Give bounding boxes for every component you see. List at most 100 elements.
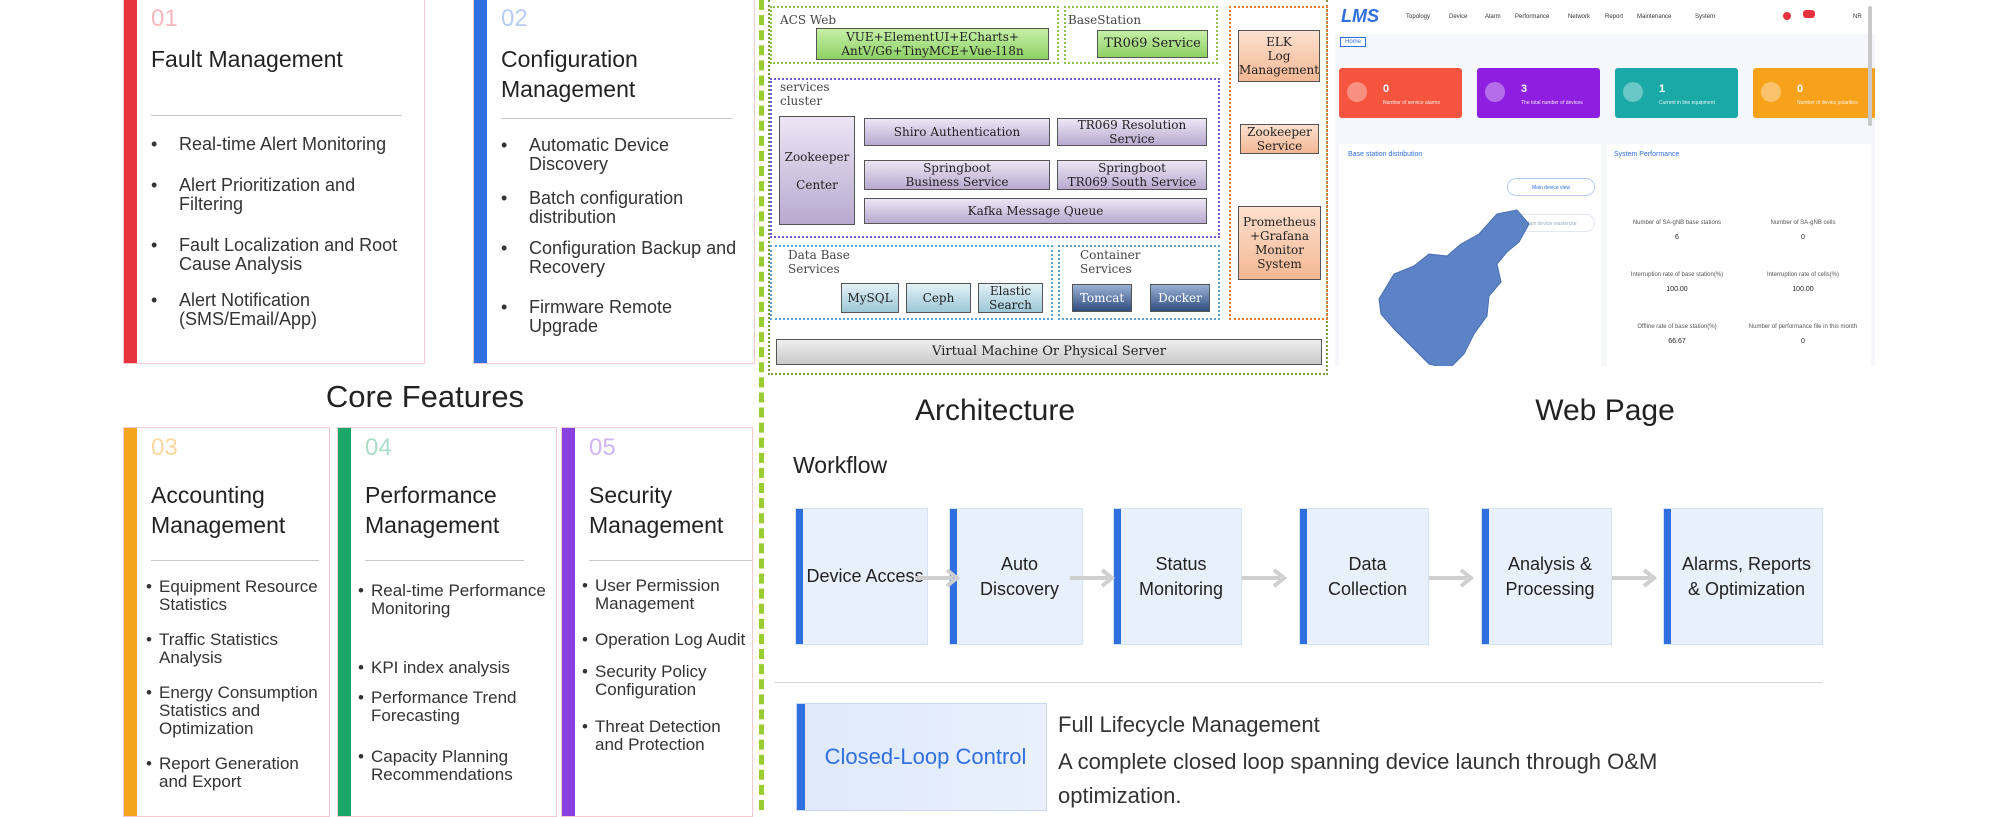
card-number: 02 bbox=[501, 5, 528, 32]
workflow-step-data-collection: Data Collection bbox=[1299, 508, 1429, 645]
stat-desc: The total number of devices bbox=[1521, 100, 1583, 106]
workflow-divider bbox=[775, 682, 1823, 683]
list-item: Traffic Statistics Analysis bbox=[146, 631, 321, 667]
tr069-resolution-service: TR069 Resolution Service bbox=[1057, 118, 1207, 146]
card-number: 03 bbox=[151, 434, 178, 461]
list-item: Real-time Alert Monitoring bbox=[151, 135, 416, 155]
ceph: Ceph bbox=[906, 283, 971, 313]
services-cluster-group bbox=[770, 78, 1220, 238]
card-title: Fault Management bbox=[151, 46, 343, 72]
list-item: Performance Trend Forecasting bbox=[358, 689, 554, 725]
stat-value: 0 bbox=[1797, 83, 1804, 95]
card-item-list: Real-time Alert Monitoring Alert Priorit… bbox=[151, 135, 416, 329]
notification-icon[interactable] bbox=[1783, 12, 1791, 20]
workflow-step-analysis: Analysis & Processing bbox=[1481, 508, 1612, 645]
alert-badge-icon[interactable] bbox=[1803, 10, 1815, 18]
nav-item-maintenance[interactable]: Maintenance bbox=[1637, 14, 1672, 20]
step-label: Alarms, Reports & Optimization bbox=[1681, 553, 1812, 599]
core-features-title: Core Features bbox=[325, 379, 525, 414]
step-label: Device Access bbox=[806, 566, 924, 586]
card-divider bbox=[151, 560, 319, 561]
step-label: Auto Discovery bbox=[979, 553, 1059, 599]
closed-loop-description: A complete closed loop spanning device l… bbox=[1058, 749, 1658, 808]
list-item: User Permission Management bbox=[582, 577, 750, 613]
perf-label: Interruption rate of cells(%) bbox=[1766, 272, 1840, 278]
scrollbar[interactable] bbox=[1868, 6, 1872, 126]
nav-item-alarm[interactable]: Alarm bbox=[1485, 14, 1501, 20]
polarity-icon bbox=[1761, 82, 1781, 102]
acs-web-tech-stack: VUE+ElementUI+ECharts+ AntV/G6+TinyMCE+V… bbox=[816, 28, 1049, 60]
perf-value: 100.00 bbox=[1666, 286, 1688, 293]
workflow-step-auto-discovery: Auto Discovery bbox=[949, 508, 1083, 645]
nav-item-device[interactable]: Device bbox=[1449, 14, 1468, 20]
card-divider bbox=[589, 560, 752, 561]
docker: Docker bbox=[1150, 284, 1210, 312]
list-item: Automatic Device Discovery bbox=[501, 136, 746, 174]
basestation-group bbox=[1064, 6, 1218, 64]
nav-item-system[interactable]: System bbox=[1695, 14, 1716, 20]
perf-value: 0 bbox=[1801, 338, 1805, 345]
webpage-caption: Web Page bbox=[1535, 394, 1675, 427]
alarm-icon bbox=[1347, 82, 1367, 102]
nav-item-report[interactable]: Report bbox=[1605, 14, 1624, 20]
shiro-authentication: Shiro Authentication bbox=[864, 118, 1050, 146]
step-accent bbox=[1664, 509, 1671, 644]
card-item-list: User Permission Management Operation Log… bbox=[582, 577, 750, 754]
workflow-step-alarms-reports: Alarms, Reports & Optimization bbox=[1663, 508, 1823, 645]
database-services-label: Data Base Services bbox=[788, 248, 850, 276]
perf-label: Number of SA-gNB cells bbox=[1770, 220, 1836, 226]
list-item: Firmware Remote Upgrade bbox=[501, 298, 746, 336]
services-cluster-label: services cluster bbox=[780, 80, 830, 108]
card-accent-bar bbox=[124, 0, 137, 363]
performance-title: System Performance bbox=[1614, 151, 1680, 158]
nav-item-network[interactable]: Network bbox=[1568, 14, 1591, 20]
closed-loop-label: Closed-Loop Control bbox=[824, 744, 1027, 769]
nav-item-topology[interactable]: Topology bbox=[1406, 14, 1431, 20]
step-label: Analysis & Processing bbox=[1505, 553, 1595, 599]
card-title: Security Management bbox=[589, 482, 724, 538]
list-item: Threat Detection and Protection bbox=[582, 718, 750, 754]
list-item: Configuration Backup and Recovery bbox=[501, 239, 746, 277]
section-divider bbox=[759, 0, 764, 810]
card-number: 04 bbox=[365, 434, 392, 461]
stat-value: 3 bbox=[1521, 83, 1528, 95]
tomcat: Tomcat bbox=[1072, 284, 1132, 312]
step-accent bbox=[796, 509, 803, 644]
zookeeper-service: Zookeeper Service bbox=[1240, 124, 1319, 154]
tab-home[interactable]: Home bbox=[1340, 37, 1367, 47]
feature-card-accounting: 03 Accounting Management Equipment Resou… bbox=[123, 427, 330, 817]
workflow-title: Workflow bbox=[793, 452, 888, 478]
list-item: Operation Log Audit bbox=[582, 631, 750, 650]
database-services-group bbox=[770, 245, 1053, 320]
stat-desc: Current in line equipment bbox=[1659, 100, 1715, 106]
lms-logo: LMS bbox=[1341, 6, 1379, 26]
arrow-right-icon bbox=[915, 568, 961, 588]
map-button-main-view[interactable]: Main device view bbox=[1507, 178, 1595, 196]
nav-item-performance[interactable]: Performance bbox=[1515, 14, 1550, 20]
list-item: Fault Localization and Root Cause Analys… bbox=[151, 236, 416, 274]
user-avatar[interactable]: NR bbox=[1853, 14, 1862, 20]
map-panel: Base station distribution Main device vi… bbox=[1339, 144, 1601, 366]
arrow-right-icon bbox=[1429, 568, 1475, 588]
closed-loop-box: Closed-Loop Control bbox=[796, 703, 1047, 811]
kafka-message-queue: Kafka Message Queue bbox=[864, 198, 1207, 224]
elk-log-management: ELK Log Management bbox=[1238, 30, 1320, 82]
card-title: Performance Management bbox=[365, 482, 500, 538]
perf-label: Number of performance file in this month bbox=[1748, 324, 1858, 330]
perf-label: Offline rate of base station(%) bbox=[1637, 324, 1717, 330]
step-accent bbox=[1482, 509, 1489, 644]
step-accent bbox=[1114, 509, 1121, 644]
list-item: Real-time Performance Monitoring bbox=[358, 582, 554, 618]
arrow-right-icon bbox=[1612, 568, 1658, 588]
performance-panel: System Performance Number of SA-gNB base… bbox=[1607, 144, 1871, 366]
stat-value: 0 bbox=[1383, 83, 1390, 95]
arrow-right-icon bbox=[1070, 568, 1116, 588]
feature-card-security: 05 Security Management User Permission M… bbox=[561, 427, 753, 817]
card-divider bbox=[501, 118, 732, 119]
stat-desc: Number of service alarms bbox=[1383, 100, 1440, 106]
perf-value: 66.67 bbox=[1668, 338, 1686, 345]
device-icon bbox=[1485, 82, 1505, 102]
perf-value: 100.00 bbox=[1792, 286, 1814, 293]
